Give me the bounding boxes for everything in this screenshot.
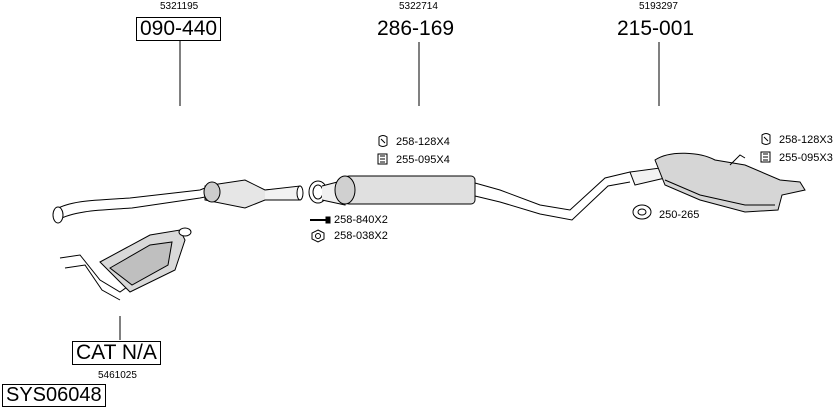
bolt-icon-mid xyxy=(377,153,388,165)
part-code-p3[interactable]: 215-001 xyxy=(617,17,695,40)
front-pipe xyxy=(52,179,304,224)
rear-silencer xyxy=(629,152,806,213)
hw-label-rear-clamp[interactable]: 258-128X3 xyxy=(779,134,833,146)
bolt-icon-rear xyxy=(760,151,771,163)
hw-label-mid-screw[interactable]: 258-840X2 xyxy=(334,214,388,226)
clamp-icon-rear xyxy=(761,133,771,145)
hw-label-mid-nut[interactable]: 258-038X2 xyxy=(334,230,388,242)
manifold-catalyst xyxy=(59,227,192,301)
nut-icon-mid xyxy=(311,229,325,243)
part-code-p4[interactable]: CAT N/A xyxy=(72,341,161,365)
part-code-p1[interactable]: 090-440 xyxy=(136,17,222,41)
clamp-icon-mid xyxy=(378,135,388,147)
part-ref-p2: 5322714 xyxy=(399,1,438,12)
system-code: SYS06048 xyxy=(2,384,106,407)
screw-icon-mid xyxy=(310,216,331,224)
middle-silencer xyxy=(308,171,631,221)
hanger-icon-rear xyxy=(632,204,652,220)
part-ref-p3: 5193297 xyxy=(639,1,678,12)
hw-label-mid-clamp[interactable]: 258-128X4 xyxy=(396,136,450,148)
part-ref-p1: 5321195 xyxy=(160,1,199,12)
part-ref-p4: 5461025 xyxy=(98,370,137,381)
part-code-p2[interactable]: 286-169 xyxy=(377,17,455,40)
hw-label-mid-bolt[interactable]: 255-095X4 xyxy=(396,154,450,166)
hw-label-rear-hanger[interactable]: 250-265 xyxy=(659,209,700,221)
hw-label-rear-bolt[interactable]: 255-095X3 xyxy=(779,152,833,164)
